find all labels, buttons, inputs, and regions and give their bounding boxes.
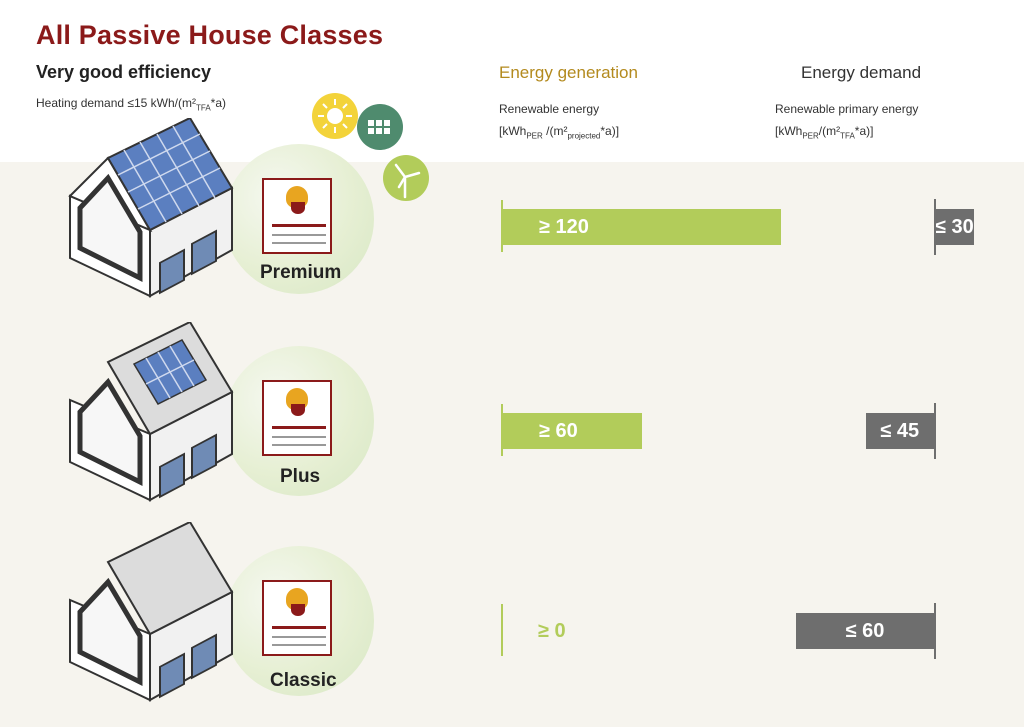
heating-demand-sub: TFA	[195, 103, 211, 113]
solar-panel-icon	[357, 104, 403, 150]
premium-generation-bar: ≥ 120	[503, 209, 781, 245]
dem-unit-prefix: [kWh	[775, 124, 803, 138]
generation-unit: [kWhPER /(m²projected*a)]	[499, 124, 619, 140]
premium-demand-bar: ≤ 30	[935, 209, 974, 245]
gen-unit-suffix: *a)]	[600, 124, 620, 138]
plus-house-icon	[60, 320, 260, 512]
generation-label: Renewable energy	[499, 102, 600, 116]
classic-demand-bar: ≤ 60	[796, 613, 934, 649]
classic-certificate	[262, 580, 332, 656]
gen-unit-sub2: projected	[567, 131, 601, 141]
gen-unit-sub1: PER	[526, 131, 543, 141]
sun-icon	[312, 93, 358, 139]
plus-generation-axis-tick	[501, 404, 503, 456]
premium-house-icon	[60, 116, 260, 308]
dem-unit-suffix: *a)]	[854, 124, 874, 138]
class-label-classic: Classic	[270, 670, 337, 691]
demand-label: Renewable primary energy	[775, 102, 919, 116]
plus-demand-bar: ≤ 45	[865, 413, 934, 449]
plus-generation-bar: ≥ 60	[503, 413, 642, 449]
plus-demand-axis-tick	[934, 403, 936, 459]
demand-heading: Energy demand	[801, 63, 922, 82]
demand-unit: [kWhPER/(m²TFA*a)]	[775, 124, 873, 140]
premium-demand-axis-tick	[934, 199, 936, 255]
class-label-premium: Premium	[260, 262, 342, 283]
gen-unit-prefix: [kWh	[499, 124, 527, 138]
heating-demand-note: Heating demand ≤15 kWh/(m²TFA*a)	[36, 96, 226, 112]
classic-house-icon	[60, 520, 260, 712]
gen-unit-mid: /(m²	[542, 124, 568, 138]
dem-unit-mid: /(m²	[818, 124, 841, 138]
class-label-plus: Plus	[280, 466, 321, 487]
heating-demand-suffix: *a)	[210, 96, 226, 110]
classic-demand-axis-tick	[934, 603, 936, 659]
dem-unit-sub2: TFA	[840, 131, 855, 141]
heating-demand-prefix: Heating demand ≤15 kWh/(m²	[36, 96, 196, 110]
premium-generation-axis-tick	[501, 200, 503, 252]
subtitle: Very good efficiency	[36, 62, 212, 82]
page-title: All Passive House Classes	[36, 20, 384, 50]
classic-generation-axis-tick	[501, 604, 503, 656]
dem-unit-sub1: PER	[802, 131, 819, 141]
plus-certificate	[262, 380, 332, 456]
generation-heading: Energy generation	[499, 63, 638, 82]
classic-generation-value: ≥ 0	[538, 620, 566, 642]
wind-turbine-icon	[383, 155, 429, 201]
premium-certificate	[262, 178, 332, 254]
